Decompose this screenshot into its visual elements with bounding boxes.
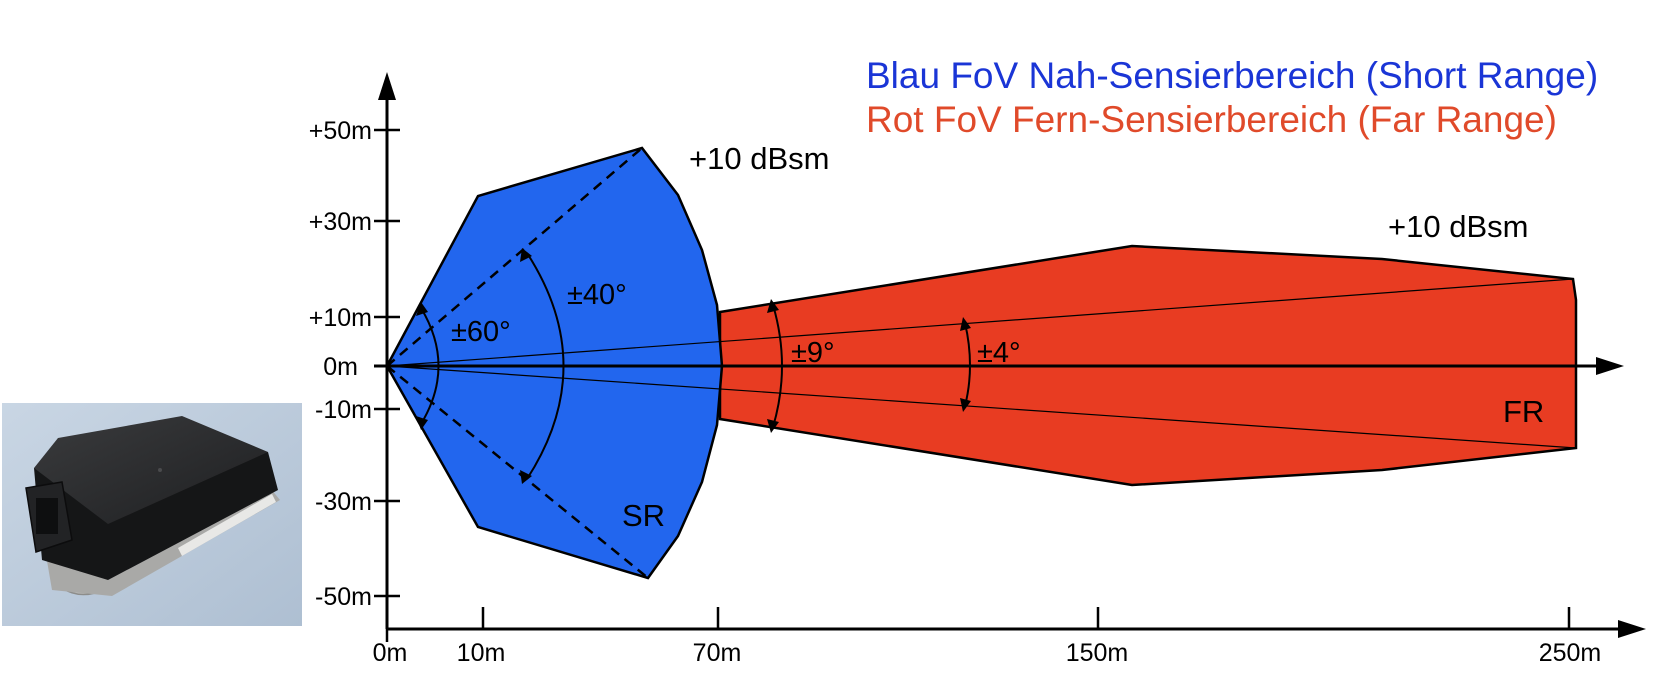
x-axis-arrow-icon xyxy=(1596,357,1624,375)
far-range-beam-lines xyxy=(386,278,1577,449)
short-range-rcs-label: +10 dBsm xyxy=(689,141,829,176)
y-tick-label-plus10: +10m xyxy=(309,304,372,332)
sr-wide-angle-label: ±60° xyxy=(451,316,511,348)
legend-far-range: Rot FoV Fern-Sensierbereich (Far Range) xyxy=(866,99,1557,140)
x-tick-label-0m: 0m xyxy=(373,639,408,667)
y-tick-label-plus30: +30m xyxy=(309,208,372,236)
y-tick-marks xyxy=(374,128,400,598)
far-range-rcs-label: +10 dBsm xyxy=(1388,209,1528,244)
y-tick-label-minus50: -50m xyxy=(315,583,372,611)
distance-axis-arrow-icon xyxy=(1618,620,1646,638)
x-tick-label-10m: 10m xyxy=(457,639,506,667)
axes xyxy=(374,96,1620,631)
x-tick-labels: 0m 10m 70m 150m 250m xyxy=(373,639,1602,667)
short-range-zone-label: SR xyxy=(622,498,665,533)
angle-arc-arrowheads xyxy=(416,248,971,484)
y-tick-labels: +50m +30m +10m 0m -10m -30m -50m xyxy=(309,117,372,611)
short-range-coverage xyxy=(385,146,724,580)
y-tick-label-plus50: +50m xyxy=(309,117,372,145)
y-tick-label-zero: 0m xyxy=(323,353,358,381)
axis-arrowheads xyxy=(378,72,1646,638)
y-tick-label-minus10: -10m xyxy=(315,396,372,424)
fr-wide-angle-label: ±9° xyxy=(791,337,835,369)
legend-short-range: Blau FoV Nah-Sensierbereich (Short Range… xyxy=(866,55,1598,96)
radar-sensor-photo-icon xyxy=(2,403,302,626)
short-range-dashed-beams xyxy=(386,147,649,579)
y-axis-arrow-icon xyxy=(378,72,396,100)
fr-narrow-angle-label: ±4° xyxy=(977,337,1021,369)
far-range-zone-label: FR xyxy=(1503,394,1544,429)
x-tick-marks xyxy=(385,607,1571,642)
y-tick-label-minus30: -30m xyxy=(315,488,372,516)
sr-narrow-angle-label: ±40° xyxy=(567,279,627,311)
x-tick-label-70m: 70m xyxy=(693,639,742,667)
x-tick-label-250m: 250m xyxy=(1539,639,1602,667)
x-tick-label-150m: 150m xyxy=(1066,639,1129,667)
